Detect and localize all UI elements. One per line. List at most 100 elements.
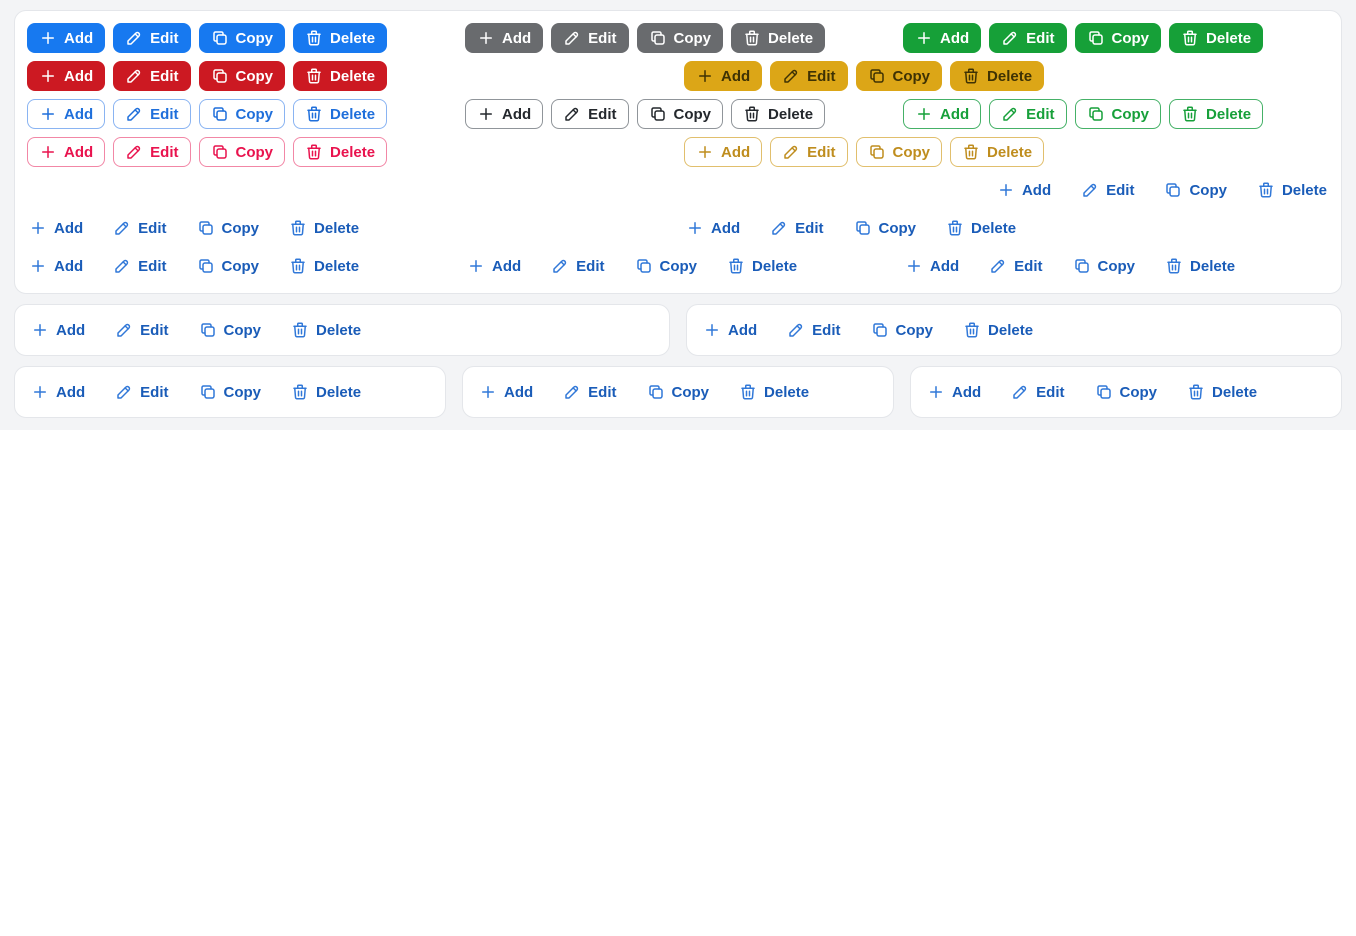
edit-button[interactable]: Edit xyxy=(111,251,168,281)
copy-button[interactable]: Copy xyxy=(198,99,286,129)
edit-button-label: Edit xyxy=(1106,181,1135,199)
edit-button[interactable]: Edit xyxy=(113,315,170,345)
trash-icon xyxy=(307,106,321,122)
delete-button[interactable]: Delete xyxy=(287,213,361,243)
edit-button[interactable]: Edit xyxy=(549,251,606,281)
edit-button[interactable]: Edit xyxy=(551,23,629,53)
delete-button[interactable]: Delete xyxy=(293,137,388,167)
delete-button[interactable]: Delete xyxy=(950,61,1045,91)
copy-button[interactable]: Copy xyxy=(197,377,264,407)
delete-button[interactable]: Delete xyxy=(725,251,799,281)
trash-icon xyxy=(964,68,978,84)
add-button[interactable]: Add xyxy=(684,61,763,91)
copy-button[interactable]: Copy xyxy=(869,315,936,345)
edit-button[interactable]: Edit xyxy=(989,23,1067,53)
delete-button[interactable]: Delete xyxy=(731,23,826,53)
copy-button[interactable]: Copy xyxy=(197,315,264,345)
edit-button[interactable]: Edit xyxy=(989,99,1067,129)
add-button[interactable]: Add xyxy=(27,137,106,167)
add-button[interactable]: Add xyxy=(29,377,87,407)
trash-icon xyxy=(1183,30,1197,46)
edit-button[interactable]: Edit xyxy=(561,377,618,407)
copy-icon xyxy=(198,221,213,235)
edit-button[interactable]: Edit xyxy=(1079,175,1136,205)
delete-button[interactable]: Delete xyxy=(289,377,363,407)
add-button[interactable]: Add xyxy=(27,213,85,243)
copy-icon xyxy=(1088,107,1103,121)
edit-button[interactable]: Edit xyxy=(987,251,1044,281)
copy-button-label: Copy xyxy=(1189,181,1227,199)
add-button-label: Add xyxy=(64,29,94,47)
edit-button[interactable]: Edit xyxy=(113,137,191,167)
add-button[interactable]: Add xyxy=(701,315,759,345)
add-button-label: Add xyxy=(504,383,534,401)
add-button[interactable]: Add xyxy=(477,377,535,407)
copy-icon xyxy=(212,31,227,45)
add-button[interactable]: Add xyxy=(465,251,523,281)
add-button[interactable]: Add xyxy=(903,23,982,53)
delete-button[interactable]: Delete xyxy=(944,213,1018,243)
delete-button[interactable]: Delete xyxy=(293,99,388,129)
copy-button[interactable]: Copy xyxy=(198,137,286,167)
copy-button[interactable]: Copy xyxy=(1162,175,1229,205)
copy-button[interactable]: Copy xyxy=(633,251,700,281)
delete-button[interactable]: Delete xyxy=(289,315,363,345)
add-button[interactable]: Add xyxy=(27,99,106,129)
add-button[interactable]: Add xyxy=(465,23,544,53)
add-button[interactable]: Add xyxy=(684,137,763,167)
delete-button-label: Delete xyxy=(316,383,362,401)
edit-button[interactable]: Edit xyxy=(770,61,848,91)
delete-button[interactable]: Delete xyxy=(293,61,388,91)
copy-button[interactable]: Copy xyxy=(645,377,712,407)
trash-icon xyxy=(291,258,305,274)
delete-button[interactable]: Delete xyxy=(737,377,811,407)
copy-button[interactable]: Copy xyxy=(195,213,262,243)
add-button[interactable]: Add xyxy=(684,213,742,243)
edit-button[interactable]: Edit xyxy=(113,61,191,91)
edit-button[interactable]: Edit xyxy=(768,213,825,243)
add-button[interactable]: Add xyxy=(27,23,106,53)
delete-button[interactable]: Delete xyxy=(1169,23,1264,53)
add-button[interactable]: Add xyxy=(925,377,983,407)
copy-button[interactable]: Copy xyxy=(855,61,943,91)
pencil-icon xyxy=(1003,31,1017,45)
delete-button[interactable]: Delete xyxy=(1169,99,1264,129)
delete-button[interactable]: Delete xyxy=(1185,377,1259,407)
trash-icon xyxy=(741,384,755,400)
copy-button[interactable]: Copy xyxy=(195,251,262,281)
copy-button[interactable]: Copy xyxy=(1071,251,1138,281)
edit-button[interactable]: Edit xyxy=(113,23,191,53)
edit-button[interactable]: Edit xyxy=(113,99,191,129)
edit-button[interactable]: Edit xyxy=(770,137,848,167)
edit-button[interactable]: Edit xyxy=(1009,377,1066,407)
copy-button[interactable]: Copy xyxy=(1074,99,1162,129)
copy-button[interactable]: Copy xyxy=(852,213,919,243)
copy-button[interactable]: Copy xyxy=(855,137,943,167)
delete-button[interactable]: Delete xyxy=(1255,175,1329,205)
add-button[interactable]: Add xyxy=(995,175,1053,205)
add-button[interactable]: Add xyxy=(903,251,961,281)
delete-button[interactable]: Delete xyxy=(293,23,388,53)
add-button[interactable]: Add xyxy=(903,99,982,129)
add-button[interactable]: Add xyxy=(29,315,87,345)
edit-button[interactable]: Edit xyxy=(113,377,170,407)
delete-button[interactable]: Delete xyxy=(731,99,826,129)
copy-button[interactable]: Copy xyxy=(198,23,286,53)
add-button[interactable]: Add xyxy=(27,61,106,91)
delete-button[interactable]: Delete xyxy=(950,137,1045,167)
edit-button[interactable]: Edit xyxy=(785,315,842,345)
edit-button[interactable]: Edit xyxy=(111,213,168,243)
edit-button[interactable]: Edit xyxy=(551,99,629,129)
delete-button[interactable]: Delete xyxy=(1163,251,1237,281)
delete-button[interactable]: Delete xyxy=(287,251,361,281)
copy-button[interactable]: Copy xyxy=(1093,377,1160,407)
delete-button[interactable]: Delete xyxy=(961,315,1035,345)
add-button[interactable]: Add xyxy=(27,251,85,281)
copy-button[interactable]: Copy xyxy=(1074,23,1162,53)
add-button[interactable]: Add xyxy=(465,99,544,129)
copy-button[interactable]: Copy xyxy=(636,99,724,129)
copy-button[interactable]: Copy xyxy=(198,61,286,91)
copy-button[interactable]: Copy xyxy=(636,23,724,53)
